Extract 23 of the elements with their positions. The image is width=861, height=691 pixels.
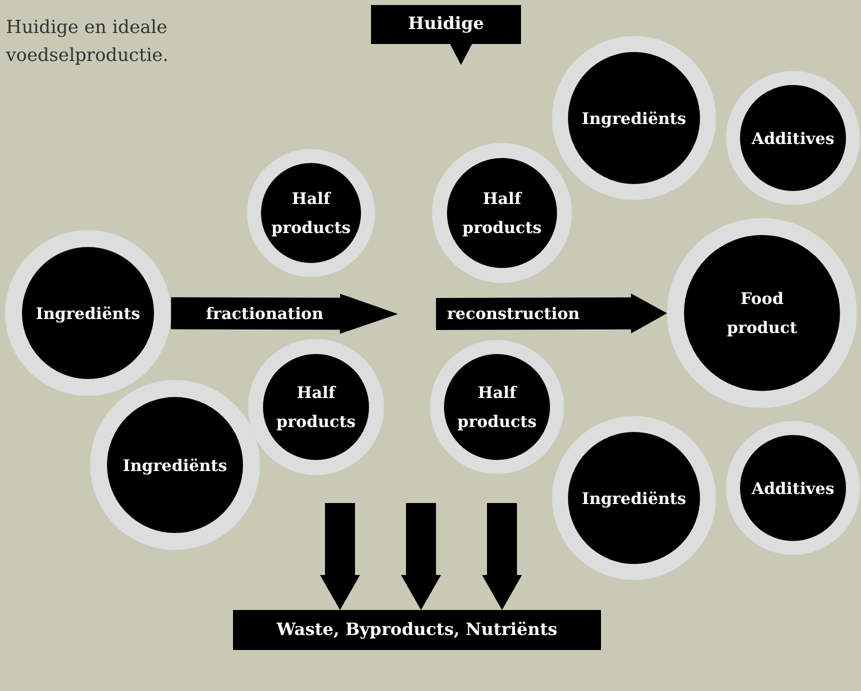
node-label: Ingrediënts [582,488,686,510]
node-label: Additives [752,128,834,150]
block-arrow [436,293,667,334]
edge-label: reconstruction [447,304,580,324]
block-arrow [320,503,360,610]
node-label: Food product [726,288,798,339]
node-label: Ingrediënts [122,454,228,476]
node-label: Huidige [407,13,485,36]
title: Huidige en ideale voedselproductie. [6,16,170,68]
block-arrow [401,503,441,610]
node-label: Ingrediënts [36,302,140,324]
node-label: Half products [270,188,352,239]
node-label: Half products [461,188,543,239]
output-box [233,610,601,650]
node-label: Ingrediënts [582,108,686,130]
node-label: Waste, Byproducts, Nutriënts [276,619,558,642]
block-arrow [170,294,398,334]
callout-box [371,5,521,65]
node-label: Additives [752,478,834,500]
node-label: Half products [456,382,538,433]
edge-label: fractionation [206,304,324,324]
node-label: Half products [275,382,357,433]
block-arrow [482,503,522,610]
